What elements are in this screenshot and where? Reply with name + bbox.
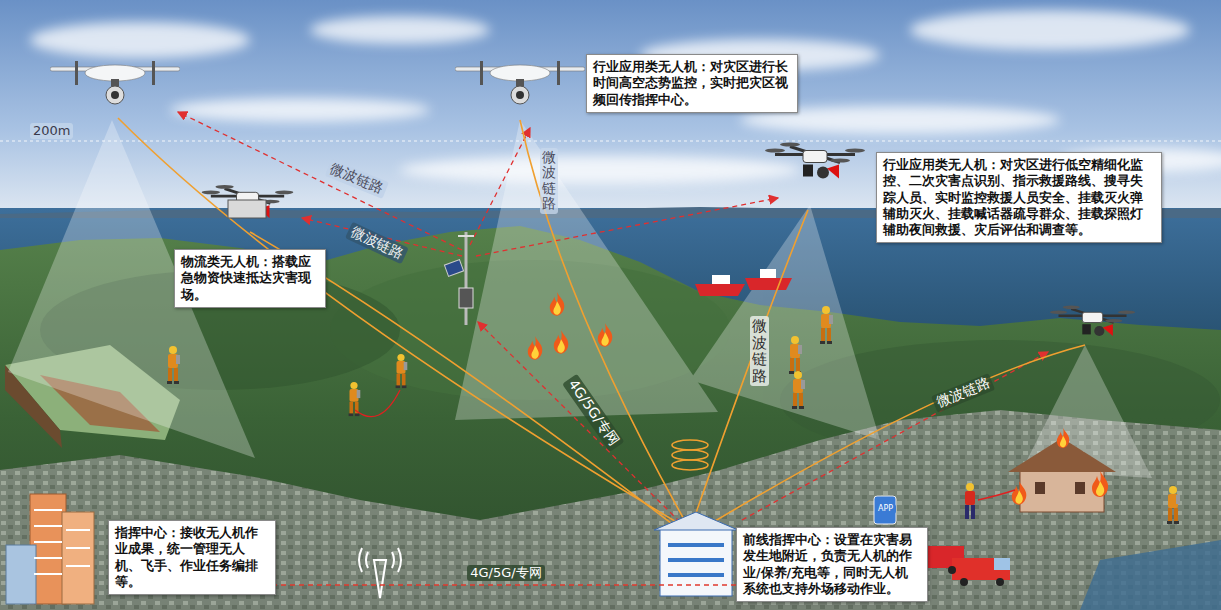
fires-part [598,323,613,346]
front-command-building-part [668,545,724,575]
height-label: 200m [30,123,73,139]
callout-text: 行业应用类无人机：对灾区进行长时间高空态势监控，实时把灾区视频回传指挥中心。 [593,59,791,108]
burning-house-part [1057,428,1069,448]
link-label: 微波链路 [325,159,389,198]
callout-text: 物流类无人机：搭载应急物资快速抵达灾害现场。 [181,254,319,303]
cell-tower-part [374,560,386,598]
radio-links-part [478,322,680,522]
burning-house-part [1012,481,1027,504]
firefighters-part [820,306,833,344]
command-buildings-part [6,545,36,604]
fires-part [554,330,569,353]
fire-trucks-part [960,578,968,586]
phone-icon [874,496,896,524]
callout-text: 前线指挥中心：设置在灾害易发生地附近，负责无人机的作业/保养/充电等，同时无人机… [743,532,921,597]
link-label: 微波链路 [931,373,995,412]
link-label: 微波链路 [345,222,409,264]
land-part [1080,540,1221,610]
ground-station-part [459,288,473,308]
radio-links-part [742,352,1048,520]
control-links-part [672,440,708,450]
firefighters-part [355,390,400,417]
coverage-cones-part [455,120,718,420]
sky-part-part [310,16,490,44]
radio-links-part [178,112,462,250]
drones-part [455,61,585,104]
drones-part [50,61,180,104]
network-connector [276,584,736,586]
coverage-cones-part [690,205,880,440]
cell-tower-part [359,548,401,572]
ground-station-part [465,232,468,325]
connector-label: 4G/5G/专网 [467,565,544,581]
burning-house [1008,428,1116,512]
boats [695,269,792,296]
burning-house-part [1075,482,1085,494]
boats-part [760,269,776,278]
control-links-part [672,450,708,460]
drones-part [1050,306,1135,337]
control-links-part [118,118,690,530]
callout-text: 指挥中心：接收无人机作业成果，统一管理无人机、飞手、作业任务编排等。 [115,525,269,590]
callout-box: 前线指挥中心：设置在灾害易发生地附近，负责无人机的作业/保养/充电等，同时无人机… [736,527,928,602]
callout-text: 行业应用类无人机：对灾区进行低空精细化监控、二次灾害点识别、指示救援路线、搜寻失… [883,157,1155,238]
control-links-part [520,120,690,530]
radio-links-part [470,128,530,245]
firefighters-part [396,354,408,388]
command-buildings-part [62,512,94,604]
control-links-part [672,460,708,470]
network-label: 4G/5G/专网 [563,374,625,452]
fires-part [550,292,565,315]
sky-part-part [170,98,430,122]
firefighters-part [789,336,802,374]
burning-house-part [1035,482,1045,494]
boats-part [745,278,792,290]
firefighters-part [965,483,975,519]
firefighters-part [978,490,1015,500]
command-buildings [6,494,94,604]
burning-house-part [1092,471,1108,497]
callout-box: 物流类无人机：搭载应急物资快速抵达灾害现场。 [174,249,326,308]
sky-part-part [400,156,800,184]
fire-trucks-part [994,558,1010,570]
fire-trucks-part [952,558,1010,580]
fire-trucks-part [948,566,956,574]
ground-station [444,232,474,325]
firefighters-part [167,346,180,384]
command-buildings-part [34,510,90,574]
link-label: 微波链路 [750,316,769,386]
ground-station-part [444,260,463,277]
firefighters-part [792,371,805,409]
control-links-part [690,210,808,530]
cell-tower [359,548,401,598]
front-command-building [654,512,738,596]
drones-part [202,185,294,218]
sky-part-part [910,10,1190,50]
callout-box: 指挥中心：接收无人机作业成果，统一管理无人机、飞手、作业任务编排等。 [108,520,276,595]
sky-part [0,140,1221,141]
firefighters-part [1167,486,1180,524]
drones-part [228,200,266,218]
burning-house-part [1020,470,1104,512]
link-label: 微波链路 [540,148,558,214]
front-command-building-part [654,512,738,530]
fires [528,292,613,359]
radio-links-part [476,198,778,256]
drones-part [765,143,865,179]
boats-part [712,275,730,284]
firefighters-part [349,382,361,416]
boats-part [695,284,745,296]
sky-part-part [30,22,250,58]
fire-trucks-part [996,578,1004,586]
fires-part [528,336,543,359]
phone-icon-part [874,496,896,524]
ground-station-part [458,235,474,237]
callout-box: 行业应用类无人机：对灾区进行长时间高空态势监控，实时把灾区视频回传指挥中心。 [586,54,798,113]
app-label: APP [875,504,896,514]
callout-box: 行业应用类无人机：对灾区进行低空精细化监控、二次灾害点识别、指示救援路线、搜寻失… [876,152,1162,243]
firefighters [167,306,1180,524]
